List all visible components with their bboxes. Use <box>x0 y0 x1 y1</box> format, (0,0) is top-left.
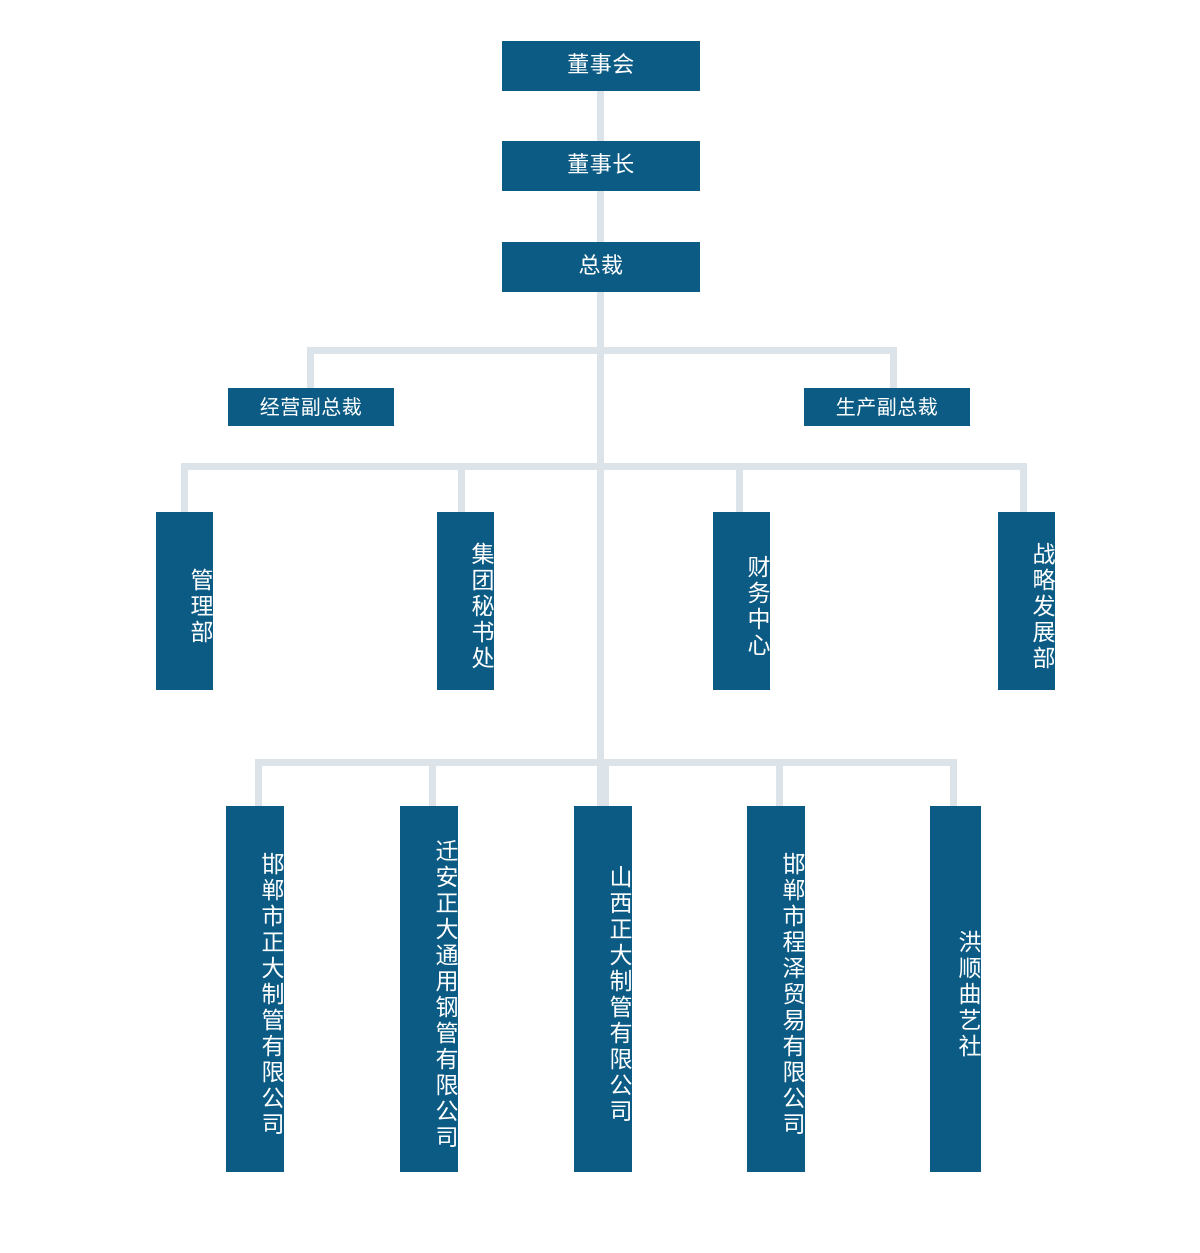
connector-department-drop-4 <box>1020 463 1027 512</box>
connector-vp-right-drop <box>890 347 897 388</box>
connector-board-chairman <box>597 90 604 141</box>
node-president-label: 总裁 <box>578 254 624 280</box>
node-subsidiary-hongshun-quyishe[interactable]: 洪顺曲艺社 <box>930 806 981 1172</box>
node-department-strategy-development-label: 战略发展部 <box>1028 542 1054 672</box>
node-vp-operations[interactable]: 经营副总裁 <box>228 388 394 426</box>
node-chairman-label: 董事长 <box>567 153 635 179</box>
connector-department-drop-1 <box>181 463 188 512</box>
node-subsidiary-handan-chengze-label: 邯郸市程泽贸易有限公司 <box>778 852 804 1138</box>
node-subsidiary-handan-zhengda-label: 邯郸市正大制管有限公司 <box>257 852 283 1138</box>
node-department-finance-center-label: 财务中心 <box>743 555 769 659</box>
node-subsidiary-shanxi-zhengda-label: 山西正大制管有限公司 <box>605 865 631 1125</box>
node-department-group-secretariat-label: 集团秘书处 <box>467 542 493 672</box>
node-vp-operations-label: 经营副总裁 <box>259 394 363 419</box>
node-board-label: 董事会 <box>567 53 635 79</box>
connector-subsidiary-drop-4 <box>776 759 783 806</box>
node-vp-production[interactable]: 生产副总裁 <box>804 388 970 426</box>
connector-vp-left-drop <box>307 347 314 388</box>
connector-department-drop-2 <box>458 463 465 512</box>
node-board[interactable]: 董事会 <box>502 41 700 91</box>
node-subsidiary-qianan-zhengda-label: 迁安正大通用钢管有限公司 <box>431 839 457 1151</box>
connector-president-trunk <box>597 292 604 806</box>
node-vp-production-label: 生产副总裁 <box>835 394 939 419</box>
node-department-management-label: 管理部 <box>186 568 212 646</box>
node-department-finance-center[interactable]: 财务中心 <box>713 512 770 690</box>
node-subsidiary-handan-zhengda[interactable]: 邯郸市正大制管有限公司 <box>226 806 284 1172</box>
connector-subsidiary-drop-5 <box>950 759 957 806</box>
connector-department-rail <box>181 463 1027 470</box>
node-subsidiary-hongshun-quyishe-label: 洪顺曲艺社 <box>954 930 980 1060</box>
node-president[interactable]: 总裁 <box>502 242 700 292</box>
node-department-management[interactable]: 管理部 <box>156 512 213 690</box>
connector-department-drop-3 <box>736 463 743 512</box>
connector-subsidiary-drop-1 <box>255 759 262 806</box>
node-subsidiary-shanxi-zhengda[interactable]: 山西正大制管有限公司 <box>574 806 632 1172</box>
connector-subsidiary-drop-2 <box>429 759 436 806</box>
node-department-strategy-development[interactable]: 战略发展部 <box>998 512 1055 690</box>
connector-vp-rail <box>307 347 897 354</box>
node-department-group-secretariat[interactable]: 集团秘书处 <box>437 512 494 690</box>
connector-chairman-president <box>597 190 604 242</box>
node-subsidiary-qianan-zhengda[interactable]: 迁安正大通用钢管有限公司 <box>400 806 458 1172</box>
connector-subsidiary-drop-3 <box>602 759 609 806</box>
node-chairman[interactable]: 董事长 <box>502 141 700 191</box>
node-subsidiary-handan-chengze[interactable]: 邯郸市程泽贸易有限公司 <box>747 806 805 1172</box>
